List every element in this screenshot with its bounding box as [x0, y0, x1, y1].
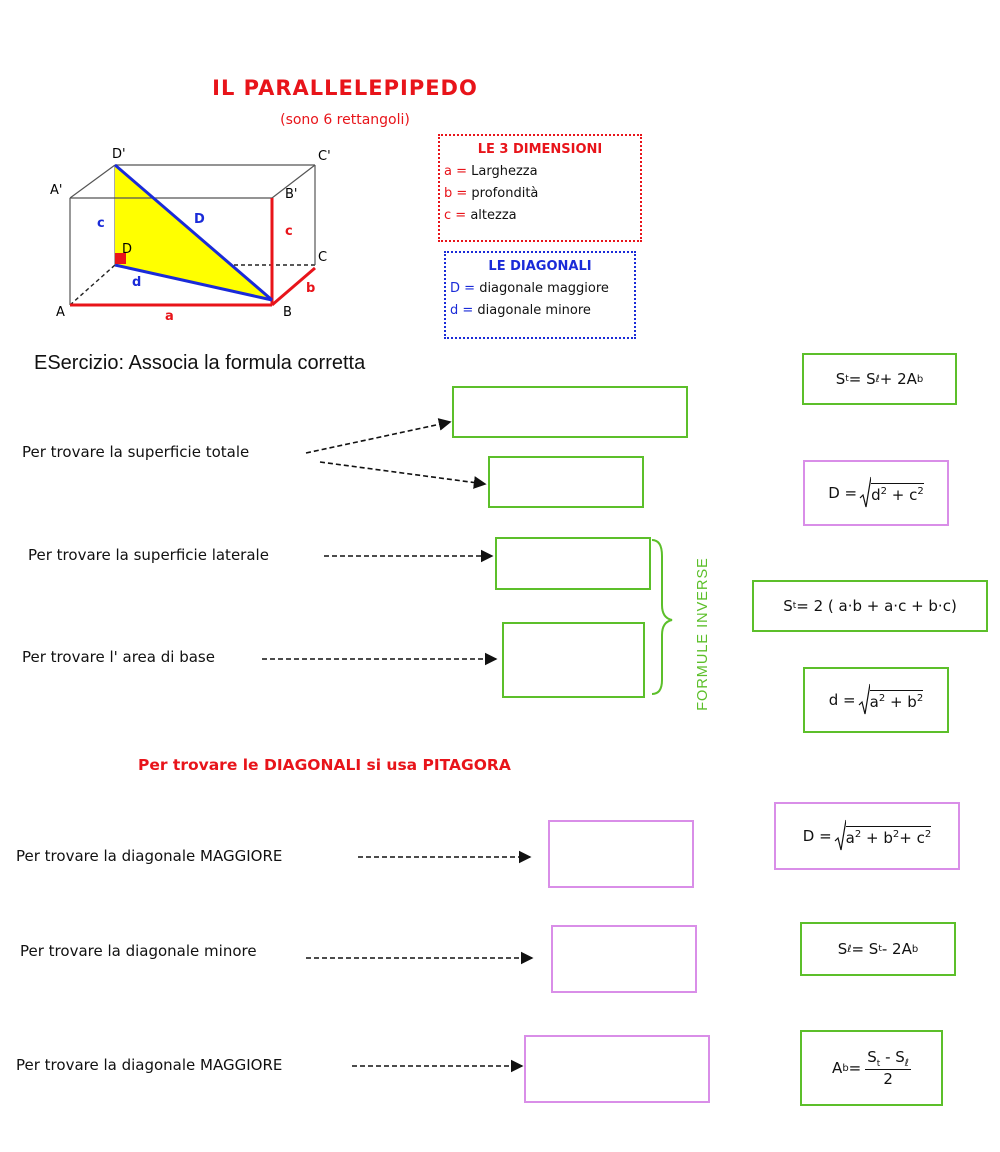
- prompt-major-diagonal: Per trovare la diagonale MAGGIORE: [16, 847, 283, 865]
- vertex-a-prime: A': [50, 183, 62, 198]
- prompt-base-area: Per trovare l' area di base: [22, 648, 215, 666]
- edge-b: [271, 266, 316, 307]
- pythagoras-note: Per trovare le DIAGONALI si usa PITAGORA: [138, 756, 511, 774]
- drop-target-total-2[interactable]: [488, 456, 644, 508]
- edge-bc-top: [271, 164, 316, 199]
- vertex-d-prime: D': [112, 147, 126, 162]
- sqrt-sign: [858, 683, 870, 715]
- label-big-diagonal: D: [194, 212, 205, 227]
- prompt-total-surface: Per trovare la superficie totale: [22, 443, 250, 461]
- dimensions-heading: LE 3 DIMENSIONI: [477, 142, 603, 157]
- page-subtitle: (sono 6 rettangoli): [280, 112, 410, 128]
- parallelepiped-figure: D' A' C' B' A B C D a b c c D d: [50, 147, 331, 324]
- vertex-c: C: [318, 250, 327, 265]
- drop-target-minor-diagonal[interactable]: [551, 925, 697, 993]
- drop-target-base[interactable]: [502, 622, 645, 698]
- arrow-total-1: [305, 418, 452, 454]
- drop-target-major-diagonal-2[interactable]: [524, 1035, 710, 1103]
- formula-card-major-diagonal[interactable]: D = a2 + b2+ c2: [774, 802, 960, 870]
- exercise-instruction: ESercizio: Associa la formula corretta: [34, 352, 366, 374]
- vertex-b: B: [283, 305, 292, 320]
- label-c-right: c: [285, 224, 293, 239]
- sqrt-sign: [859, 476, 872, 508]
- label-small-diagonal: d: [132, 275, 141, 290]
- label-b: b: [306, 281, 315, 296]
- vertex-b-prime: B': [285, 187, 298, 202]
- vertex-c-prime: C': [318, 149, 331, 164]
- vertex-d: D: [122, 242, 132, 257]
- small-diagonal-line: [114, 263, 273, 302]
- dimension-item: a = Larghezza: [444, 164, 538, 179]
- inverse-brace: [651, 539, 673, 695]
- vertex-a: A: [56, 305, 65, 320]
- diagonals-box: LE DIAGONALI D = diagonale maggiore d = …: [444, 251, 636, 339]
- sqrt-sign: [834, 819, 846, 851]
- arrow-total-2: [319, 461, 487, 489]
- hidden-edge-ad: [69, 264, 116, 306]
- dimension-item: b = profondità: [444, 186, 539, 201]
- big-diagonal-line: [114, 163, 273, 302]
- edge-ad-top: [69, 164, 116, 199]
- formula-card-minor-diagonal[interactable]: d = a2 + b2: [803, 667, 949, 733]
- prompt-minor-diagonal: Per trovare la diagonale minore: [20, 942, 257, 960]
- drop-target-lateral[interactable]: [495, 537, 651, 590]
- label-c-left: c: [97, 216, 105, 231]
- right-angle-marker: [115, 253, 126, 264]
- drop-target-major-diagonal[interactable]: [548, 820, 694, 888]
- inverse-formulas-label: FORMULE INVERSE: [695, 557, 711, 711]
- label-a: a: [165, 309, 174, 324]
- diagonal-item: D = diagonale maggiore: [450, 281, 609, 296]
- dimension-item: c = altezza: [444, 208, 517, 223]
- diagonals-heading: LE DIAGONALI: [488, 259, 592, 274]
- dimensions-box: LE 3 DIMENSIONI a = Larghezza b = profon…: [438, 134, 642, 242]
- drop-target-total-1[interactable]: [452, 386, 688, 438]
- diagonal-item: d = diagonale minore: [450, 303, 591, 318]
- prompt-major-diagonal-2: Per trovare la diagonale MAGGIORE: [16, 1056, 283, 1074]
- formula-card-diagonal-dc[interactable]: D = d2 + c2: [803, 460, 949, 526]
- page-title: IL PARALLELEPIPEDO: [212, 76, 478, 100]
- prompt-lateral-surface: Per trovare la superficie laterale: [28, 546, 269, 564]
